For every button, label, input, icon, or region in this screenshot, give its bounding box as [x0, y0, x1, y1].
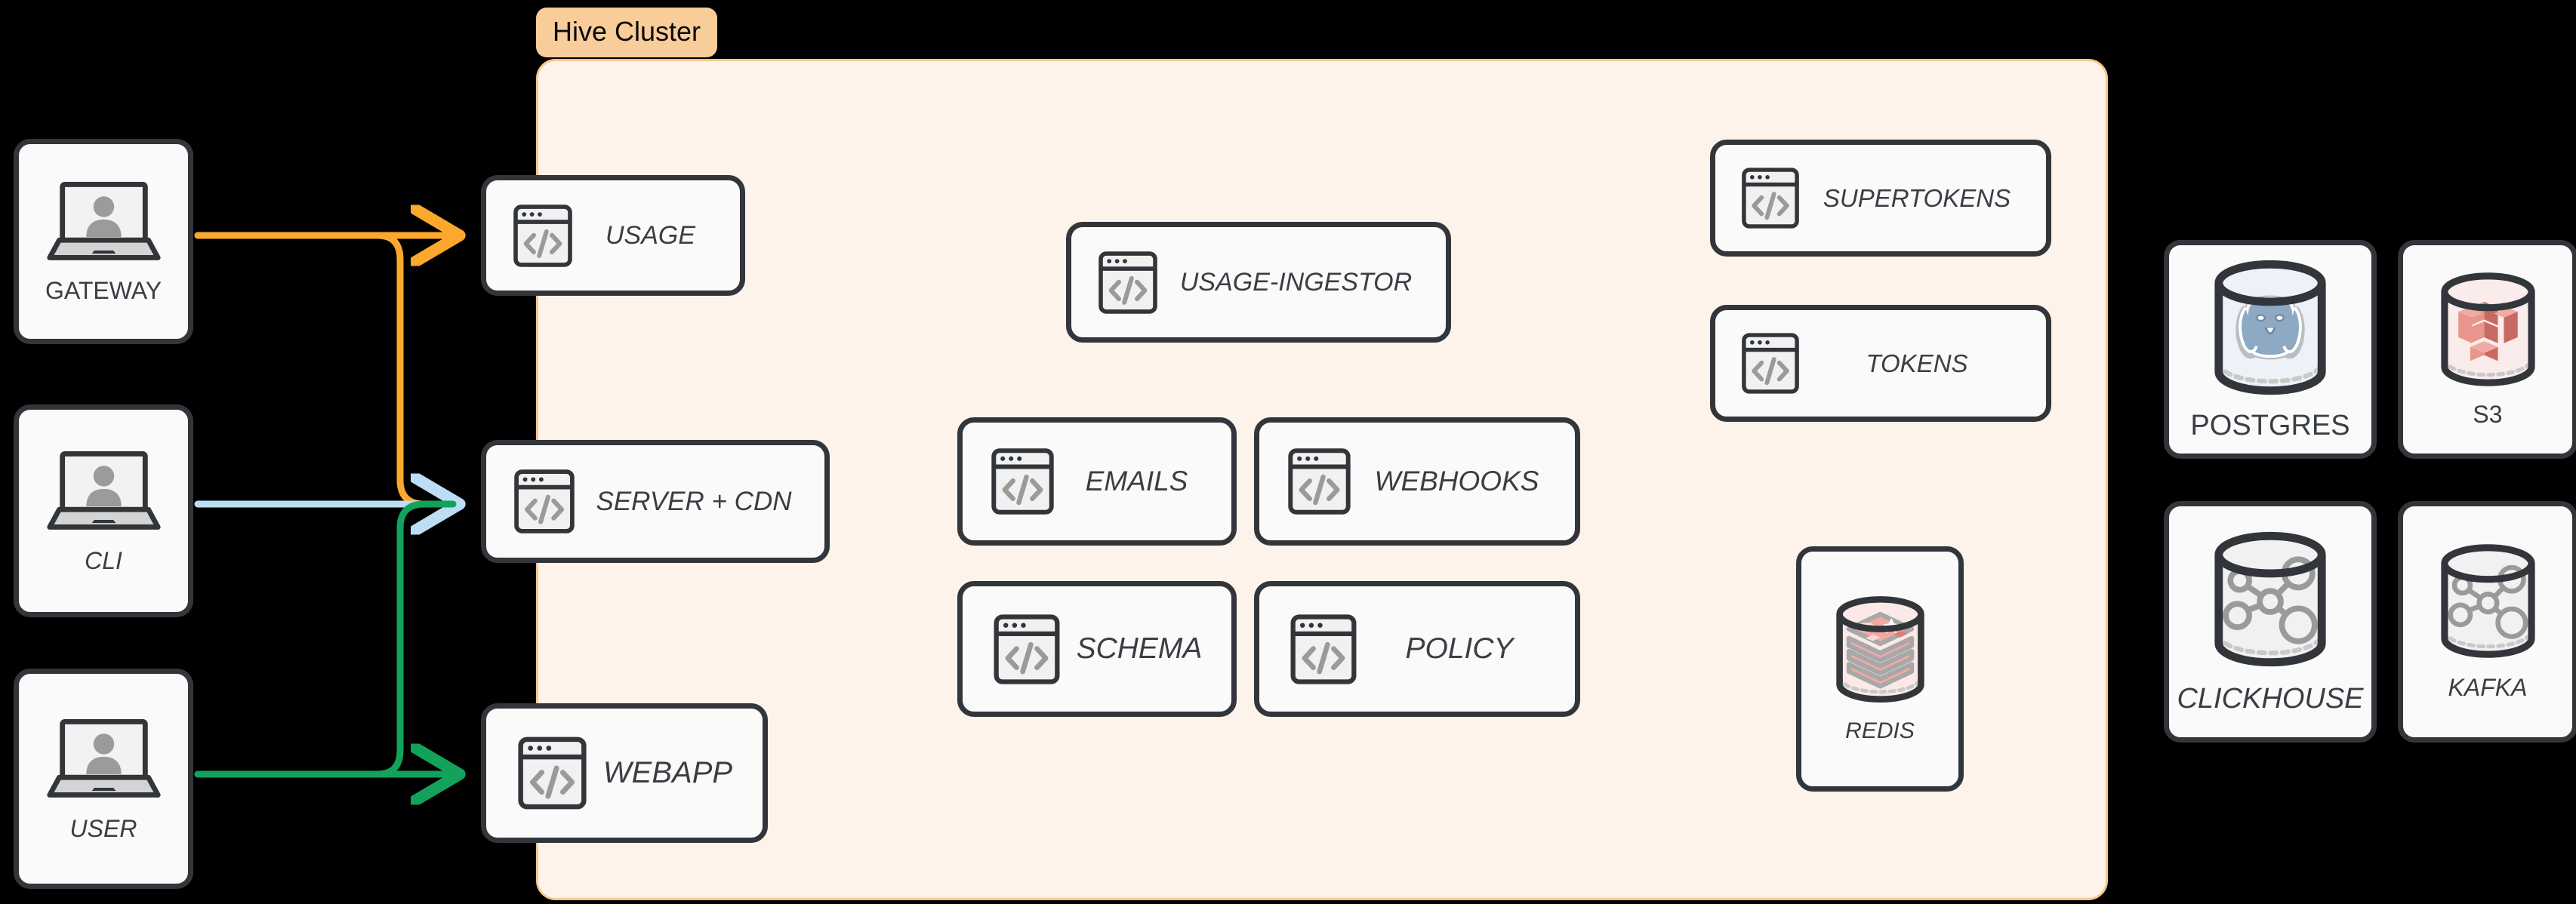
code-window-icon	[1741, 167, 1800, 229]
node-label: CLI	[85, 546, 122, 574]
code-window-icon	[513, 469, 575, 534]
service-node-label: EMAILS	[1085, 466, 1188, 497]
code-window-icon	[514, 469, 575, 533]
laptop-user-icon	[45, 715, 163, 803]
service-node-label: POLICY	[1405, 632, 1514, 665]
service-node-schema[interactable]: SCHEMA	[957, 581, 1237, 717]
code-window-icon	[1098, 251, 1157, 314]
node-label: S3	[2473, 401, 2503, 428]
code-window-icon	[513, 204, 573, 268]
code-window-icon	[991, 448, 1054, 515]
service-node-policy[interactable]: POLICY	[1254, 581, 1580, 717]
node-label: REDIS	[1845, 718, 1915, 743]
postgres-db-icon	[2200, 257, 2340, 398]
nodes-db-icon	[2429, 542, 2547, 660]
node-s3[interactable]: S3	[2398, 240, 2576, 459]
node-cli[interactable]: CLI	[14, 404, 193, 617]
redis-db-icon	[1825, 594, 1936, 705]
database-cylinder-icon	[1835, 596, 1924, 703]
s3-db-icon	[2429, 270, 2547, 389]
hive-cluster-label: Hive Cluster	[536, 8, 718, 57]
laptop-user-icon	[45, 178, 163, 266]
laptop-user-icon	[45, 447, 163, 535]
service-node-label: TOKENS	[1866, 349, 1968, 377]
service-node-label: SCHEMA	[1076, 632, 1203, 665]
code-window-icon	[993, 613, 1061, 685]
node-label: GATEWAY	[45, 277, 162, 304]
code-window-icon	[517, 736, 587, 810]
code-window-icon	[1098, 251, 1158, 315]
node-gateway[interactable]: GATEWAY	[14, 139, 193, 344]
service-node-label: WEBHOOKS	[1374, 466, 1539, 497]
service-node-emails[interactable]: EMAILS	[957, 417, 1237, 546]
database-cylinder-icon	[2440, 544, 2535, 658]
code-window-icon	[994, 613, 1060, 684]
node-postgres[interactable]: POSTGRES	[2164, 240, 2377, 459]
code-window-icon	[1742, 168, 1799, 229]
node-label: POSTGRES	[2190, 409, 2350, 441]
code-window-icon	[518, 736, 587, 810]
code-window-icon	[1742, 333, 1799, 394]
service-node-label: USAGE	[605, 220, 696, 250]
database-cylinder-icon	[2214, 260, 2326, 395]
code-window-icon	[1290, 613, 1357, 684]
laptop-user-icon	[46, 718, 161, 798]
code-window-icon	[1290, 613, 1357, 685]
laptop-user-icon	[46, 450, 161, 530]
service-node-label: SERVER + CDN	[596, 486, 792, 516]
edge-gateway-to-server-cdn	[194, 232, 457, 508]
node-clickhouse[interactable]: CLICKHOUSE	[2164, 501, 2377, 743]
service-node-usage[interactable]: USAGE	[481, 175, 745, 296]
service-node-server-cdn[interactable]: SERVER + CDN	[481, 440, 830, 563]
service-node-supertokens[interactable]: SUPERTOKENS	[1710, 140, 2051, 257]
code-window-icon	[991, 447, 1055, 515]
service-node-webapp[interactable]: WEBAPP	[481, 703, 768, 843]
node-kafka[interactable]: KAFKA	[2398, 501, 2576, 743]
node-label: USER	[69, 814, 137, 842]
code-window-icon	[1288, 448, 1351, 515]
code-window-icon	[1287, 447, 1351, 515]
nodes-db-icon	[2200, 529, 2340, 669]
edge-user-to-server-cdn	[194, 500, 457, 778]
service-node-tokens[interactable]: TOKENS	[1710, 305, 2051, 422]
laptop-user-icon	[46, 182, 161, 260]
node-label: CLICKHOUSE	[2177, 682, 2364, 715]
node-user[interactable]: USER	[14, 669, 193, 889]
service-node-label: USAGE-INGESTOR	[1179, 267, 1413, 297]
code-window-icon	[513, 204, 572, 267]
node-label: KAFKA	[2448, 674, 2528, 701]
service-node-webhooks[interactable]: WEBHOOKS	[1254, 417, 1580, 546]
code-window-icon	[1741, 332, 1800, 395]
database-cylinder-icon	[2440, 272, 2535, 386]
node-redis[interactable]: REDIS	[1796, 546, 1964, 792]
service-node-label: SUPERTOKENS	[1823, 183, 2011, 212]
database-cylinder-icon	[2214, 531, 2326, 666]
service-node-label: WEBAPP	[602, 756, 733, 789]
service-node-usage-ingestor[interactable]: USAGE-INGESTOR	[1066, 222, 1451, 343]
